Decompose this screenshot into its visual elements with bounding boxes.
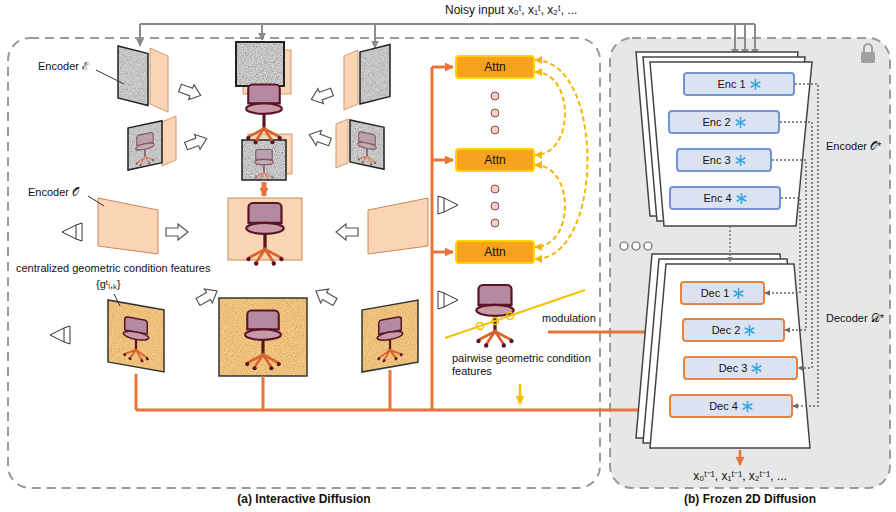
- snowflake-stroke: [734, 290, 744, 296]
- encoder-block: Enc 2: [668, 110, 780, 134]
- text-label: Encoder ℰ: [38, 60, 89, 73]
- panel-caption: (b) Frozen 2D Diffusion: [610, 492, 890, 506]
- decoder-block: Dec 3: [683, 356, 798, 380]
- snowflake-icon: [742, 401, 753, 412]
- snowflake-icon: [744, 325, 755, 336]
- attention-link: [535, 60, 588, 259]
- decoder-block: Dec 1: [680, 281, 765, 305]
- panel-caption: (a) Interactive Diffusion: [8, 492, 600, 506]
- snowflake-icon: [735, 155, 746, 166]
- panel-outline: [610, 38, 890, 488]
- attention-link: [535, 72, 565, 155]
- snowflake-stroke: [736, 195, 746, 201]
- panel-outline: [8, 38, 600, 488]
- snowflake-stroke: [745, 327, 755, 333]
- text-label: Encoder 𝒪*: [826, 140, 881, 153]
- text-label: Encoder 𝒪: [28, 186, 79, 199]
- box-label: Dec 1: [701, 287, 730, 299]
- snowflake-icon: [736, 193, 747, 204]
- diagram-panel: (b) Frozen 2D DiffusionEnc 1Enc 2Enc 3En…: [610, 38, 890, 488]
- box-label: Enc 3: [702, 154, 730, 166]
- snowflake-stroke: [736, 195, 746, 201]
- noisy-views: [118, 42, 390, 196]
- snowflake-icon: [751, 363, 762, 374]
- box-label: Attn: [484, 245, 505, 259]
- text-label: Decoder 𝒟*: [826, 312, 884, 325]
- decoder-block: Dec 4: [669, 394, 793, 418]
- attention-box: Attn: [455, 148, 535, 172]
- box-label: Enc 1: [717, 78, 745, 90]
- pairwise-features: [445, 285, 585, 404]
- text-label: centralized geometric condition features: [16, 262, 210, 275]
- output-arrow: [739, 450, 742, 465]
- box-label: Dec 4: [709, 400, 738, 412]
- ellipsis-dots: [620, 242, 652, 250]
- text-label: {gᵗᵢ,ₖ}: [96, 278, 121, 291]
- attention-link: [535, 165, 565, 247]
- input-arrows: [140, 24, 755, 56]
- snowflake-stroke: [735, 119, 745, 125]
- snowflake-icon: [733, 288, 744, 299]
- snowflake-stroke: [752, 365, 762, 371]
- snowflake-stroke: [735, 157, 745, 163]
- snowflake-stroke: [745, 327, 755, 333]
- orange-flow: [136, 67, 681, 410]
- encoder-block: Enc 1: [683, 72, 795, 96]
- box-label: Dec 3: [719, 362, 748, 374]
- attention-box: Attn: [455, 240, 535, 264]
- box-label: Attn: [484, 153, 505, 167]
- box-label: Enc 4: [703, 192, 731, 204]
- snowflake-stroke: [743, 403, 753, 409]
- encoder-block: Enc 4: [669, 186, 781, 210]
- text-label: x₀ᵗ⁻¹, x₁ᵗ⁻¹, x₂ᵗ⁻¹, ...: [640, 469, 840, 483]
- lock-icon: [861, 44, 875, 63]
- snowflake-stroke: [735, 119, 745, 125]
- box-label: Dec 2: [712, 324, 741, 336]
- skip-connection: [765, 198, 800, 293]
- unet-stack: [636, 52, 812, 448]
- box-label: Enc 2: [702, 116, 730, 128]
- text-label: Noisy input x₀ᵗ, x₁ᵗ, x₂ᵗ, ...: [445, 3, 577, 17]
- attention-box: Attn: [455, 55, 535, 79]
- box-label: Attn: [484, 60, 505, 74]
- snowflake-stroke: [752, 365, 762, 371]
- encoder-block: Enc 3: [676, 148, 772, 172]
- snowflake-stroke: [750, 81, 760, 87]
- snowflake-icon: [735, 117, 746, 128]
- snowflake-stroke: [743, 403, 753, 409]
- text-label: pairwise geometric condition features: [452, 352, 592, 378]
- snowflake-stroke: [734, 290, 744, 296]
- feature-maps: [108, 298, 418, 376]
- snowflake-icon: [750, 79, 761, 90]
- snowflake-stroke: [735, 157, 745, 163]
- bottleneck-link: [729, 226, 731, 262]
- text-label: modulation: [542, 312, 596, 325]
- snowflake-stroke: [750, 81, 760, 87]
- decoder-block: Dec 2: [682, 318, 785, 342]
